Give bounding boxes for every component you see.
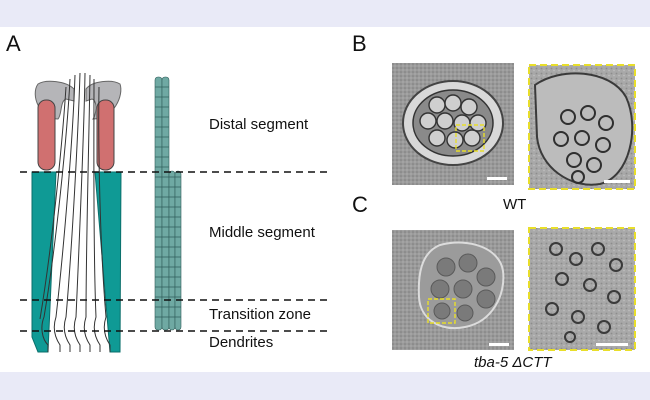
segment-label-dendrites: Dendrites xyxy=(209,334,274,351)
sheath-cell-left xyxy=(31,171,57,353)
sheath-cell-right xyxy=(94,171,122,353)
socket-red-right xyxy=(96,99,115,171)
segment-boundaries xyxy=(20,171,330,332)
segment-label-middle: Middle segment xyxy=(209,224,315,241)
segment-label-transition: Transition zone xyxy=(209,306,311,323)
microtubule-doublets xyxy=(168,170,182,331)
em-wt-overview xyxy=(392,63,514,185)
panel-label-c: C xyxy=(352,192,368,217)
cilia-schematic xyxy=(20,63,636,353)
em-caption-wt: WT xyxy=(503,196,527,213)
socket-red-left xyxy=(37,99,56,171)
figure-panel: A B C Distal segment Middle segment Tran… xyxy=(0,27,650,372)
microtubule-singlets xyxy=(154,76,170,331)
em-mutant-overview xyxy=(392,230,514,350)
panel-label-b: B xyxy=(352,31,367,56)
panel-label-a: A xyxy=(6,31,21,56)
cilia-bundle xyxy=(39,72,111,352)
segment-label-distal: Distal segment xyxy=(209,116,309,133)
microtubule-segments xyxy=(155,86,181,318)
em-caption-mutant: tba-5 ΔCTT xyxy=(474,354,552,371)
em-mutant-zoom xyxy=(528,227,636,351)
em-wt-zoom xyxy=(528,64,636,190)
